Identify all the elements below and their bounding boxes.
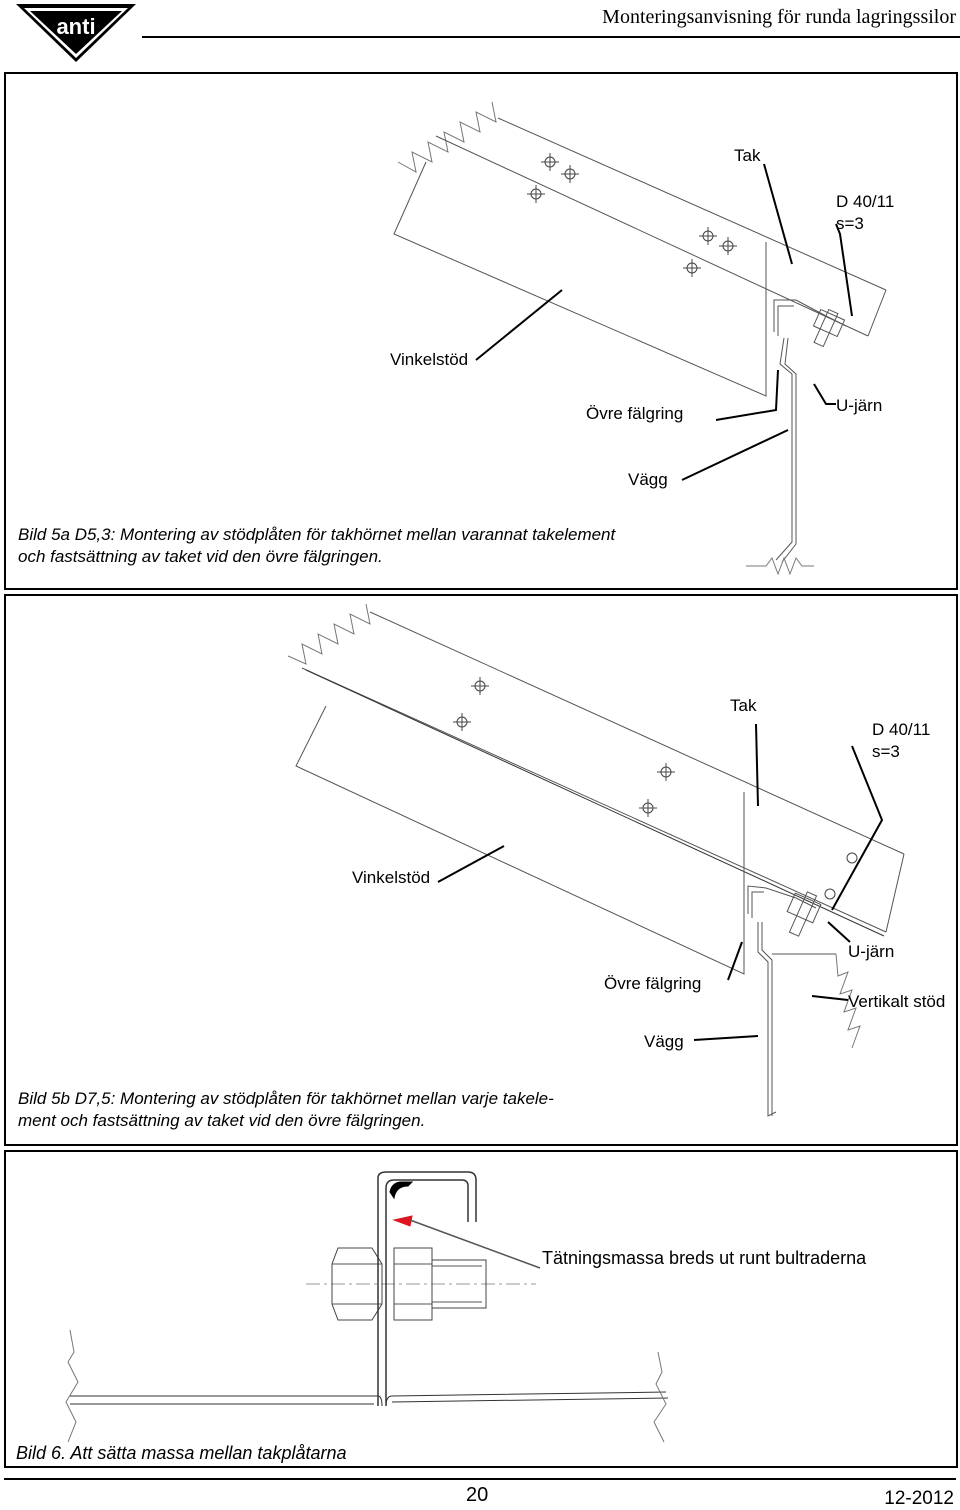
label-vertikalt-stod: Vertikalt stöd <box>848 992 946 1011</box>
page-number: 20 <box>466 1484 489 1506</box>
label-tak: Tak <box>734 146 761 165</box>
figure-5b-drawing <box>287 603 905 1117</box>
label-vagg: Vägg <box>644 1032 684 1051</box>
label-s3: s=3 <box>836 214 864 233</box>
label-vinkelstod: Vinkelstöd <box>352 868 431 887</box>
caption-line: Bild 5a D5,3: Montering av stödplåten fö… <box>18 525 616 544</box>
figure-5a-drawing <box>393 101 887 576</box>
caption-line: Bild 5b D7,5: Montering av stödplåten fö… <box>18 1089 554 1108</box>
header-rule <box>142 36 960 38</box>
document-title: Monteringsanvisning för runda lagringssi… <box>602 6 956 28</box>
label-d-40-11: D 40/11 <box>872 720 931 739</box>
label-tatningsmassa: Tätningsmassa breds ut runt bultraderna <box>542 1248 867 1268</box>
antti-logo: anti <box>16 4 136 62</box>
figure-5b-caption: Bild 5b D7,5: Montering av stödplåten fö… <box>18 1088 638 1132</box>
figure-6-panel: Tätningsmassa breds ut runt bultraderna … <box>4 1150 958 1468</box>
figure-6-caption: Bild 6. Att sätta massa mellan takplåtar… <box>16 1443 347 1463</box>
document-date: 12-2012 <box>884 1488 954 1509</box>
sealant-arrow <box>392 1215 413 1227</box>
label-s3: s=3 <box>872 742 900 761</box>
figure-6-drawing <box>65 1171 669 1443</box>
figure-5a-panel: Tak D 40/11 s=3 Vinkelstöd Övre fälgring… <box>4 72 958 590</box>
caption-line: och fastsättning av taket vid den övre f… <box>18 547 383 566</box>
label-ovre-falgring: Övre fälgring <box>604 974 702 993</box>
label-vagg: Vägg <box>628 470 668 489</box>
figure-5b-panel: Tak D 40/11 s=3 Vinkelstöd U-järn Övre f… <box>4 594 958 1146</box>
label-d-40-11: D 40/11 <box>836 192 895 211</box>
caption-line: ment och fastsättning av taket vid den ö… <box>18 1111 426 1130</box>
label-vinkelstod: Vinkelstöd <box>390 350 469 369</box>
label-u-jarn: U-järn <box>836 396 883 415</box>
logo-text: anti <box>56 14 95 39</box>
label-tak: Tak <box>730 696 757 715</box>
footer-rule <box>4 1478 956 1480</box>
label-u-jarn: U-järn <box>848 942 895 961</box>
label-ovre-falgring: Övre fälgring <box>586 404 684 423</box>
figure-5a-caption: Bild 5a D5,3: Montering av stödplåten fö… <box>18 524 758 568</box>
